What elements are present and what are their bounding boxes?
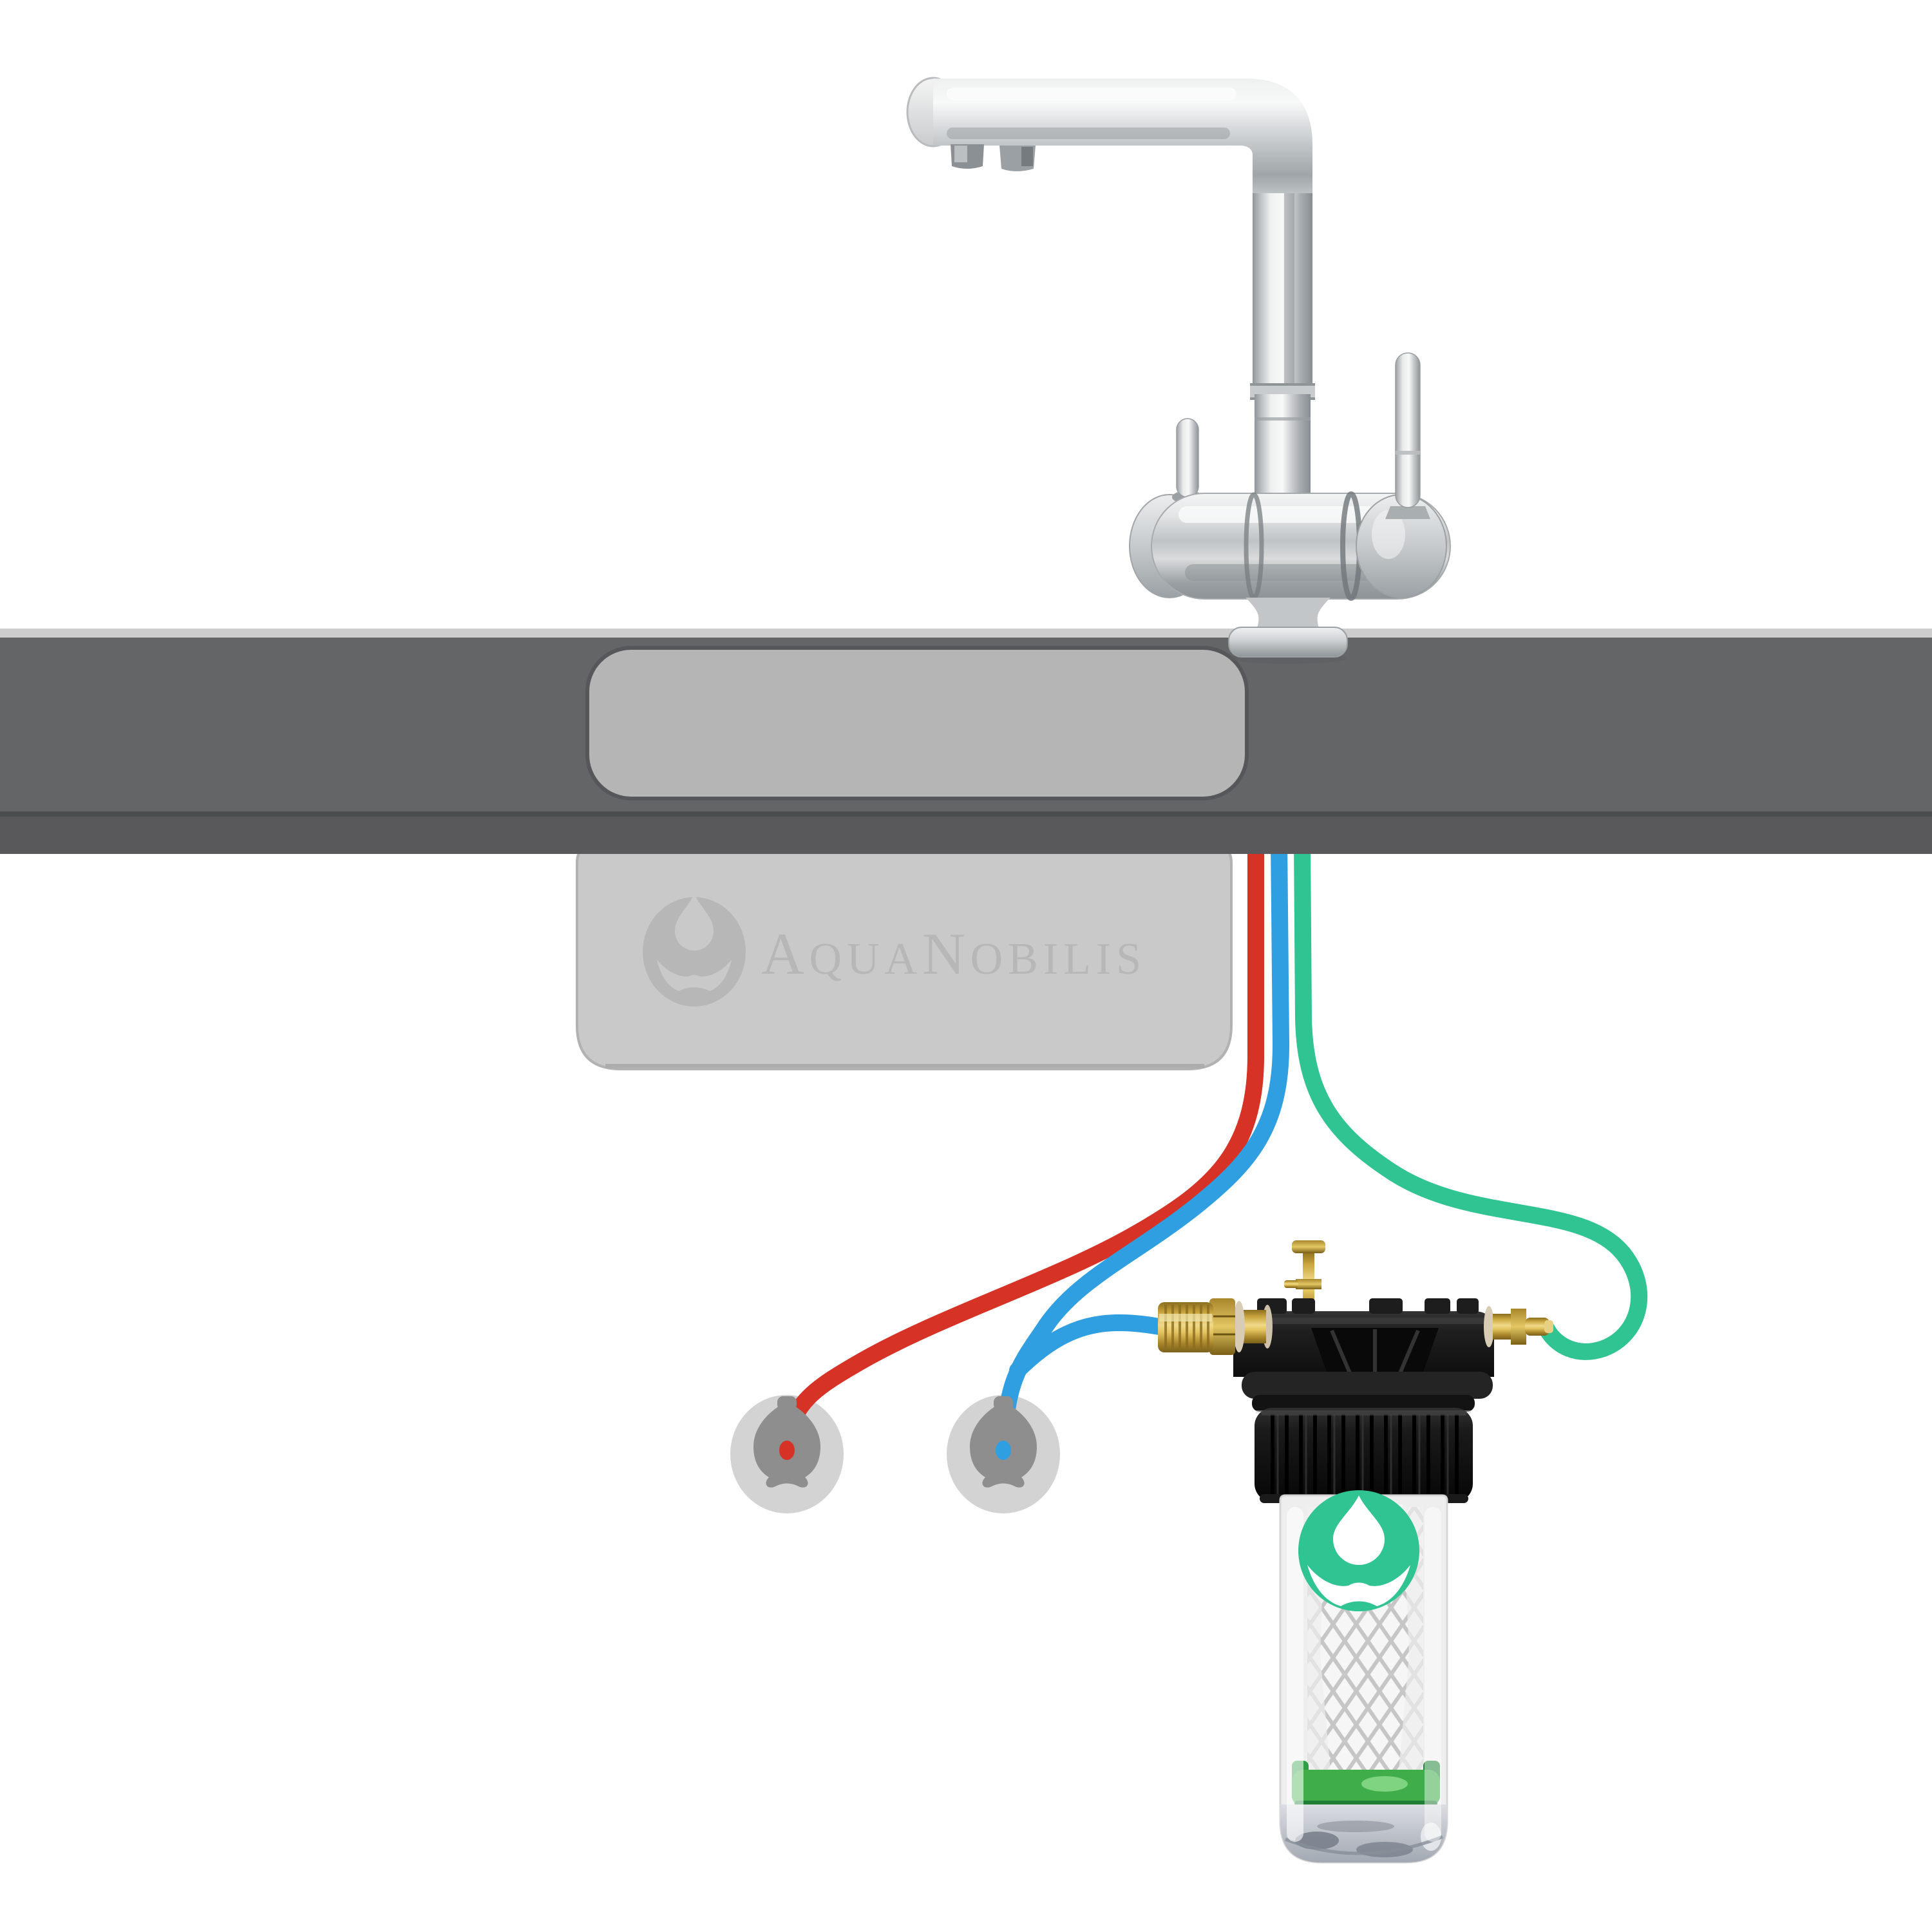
right-cap-highlight (1372, 510, 1405, 559)
filtered-water-tube (1294, 834, 1648, 1360)
lower-pipe-ring (1255, 417, 1311, 421)
filter-head-highlight (1243, 1318, 1488, 1324)
outlet-fitting (1484, 1306, 1553, 1347)
outlet-washer (1484, 1306, 1494, 1347)
left-lever-handle (1176, 418, 1199, 498)
locking-collar (1255, 1408, 1473, 1503)
inlet-washer-outer (1233, 1301, 1245, 1352)
spout-shade (947, 128, 1230, 139)
outlet-nozzle (1525, 1318, 1549, 1336)
outlet-nut (1511, 1309, 1526, 1345)
hot-dot (779, 1441, 795, 1460)
collar-top-highlight (1261, 1410, 1467, 1416)
cold-dot (996, 1441, 1011, 1460)
filter-badge (1298, 1490, 1419, 1611)
mixer-body-highlight (1179, 506, 1391, 523)
glass-blob-3 (1317, 1821, 1394, 1832)
right-handle-joint-line (1396, 451, 1420, 455)
right-lever-handle (1395, 352, 1421, 508)
under-sink-basin: AQUANOBILIS (576, 844, 1233, 1070)
countertop (0, 629, 1932, 854)
cold-water-branch-tube (1009, 1314, 1168, 1379)
cartridge-end-ring-highlight (1361, 1776, 1408, 1792)
right-handle-flare (1385, 506, 1430, 519)
three-way-faucet (906, 77, 1451, 664)
countertop-top-strip (0, 629, 1932, 638)
spout-outlet-aerator-face (954, 146, 967, 162)
inlet-sleeve-highlight (1159, 1314, 1212, 1321)
tubing (781, 834, 1648, 1451)
spout-outlet-filtered-shade (1021, 147, 1033, 166)
base-flange (1228, 627, 1348, 658)
collar-rib-highlights (1276, 1414, 1449, 1495)
collar-ribs (1271, 1414, 1459, 1495)
outlet-stem (1493, 1314, 1512, 1340)
housing-highlight-left (1287, 1507, 1303, 1842)
hot-water-tube (781, 834, 1264, 1451)
faucet-spout (933, 79, 1312, 213)
outlet-tip (1544, 1320, 1553, 1333)
filter-head-fan-spokes (1330, 1329, 1420, 1374)
filter-head-bulge (1242, 1372, 1493, 1399)
vent-valve-collar (1296, 1279, 1321, 1289)
sink-rim-cutout (585, 646, 1249, 800)
water-filter (1158, 1240, 1553, 1864)
housing-highlight-right (1425, 1507, 1441, 1842)
inlet-sleeve-ribs (1164, 1305, 1209, 1350)
brand-watermark-text: AQUANOBILIS (761, 921, 1146, 987)
watermark-crown-icon (657, 960, 732, 991)
filter-head-ridges (1257, 1298, 1479, 1314)
hot-water-wall-connection (753, 1396, 820, 1488)
filter-head-lip (1252, 1395, 1475, 1412)
badge-drop-icon (1333, 1495, 1385, 1565)
upper-pipe (1253, 193, 1312, 386)
inlet-hex-nut-lines (1209, 1315, 1235, 1336)
badge-crown-icon (1307, 1565, 1410, 1606)
cold-water-wall-connection (970, 1396, 1037, 1488)
spout-highlight (947, 88, 1236, 100)
vent-valve-side-nub (1284, 1280, 1298, 1288)
countertop-edge (0, 817, 1932, 854)
lower-pipe (1255, 394, 1311, 504)
swivel-joint-line-top (1250, 383, 1315, 386)
inlet-coupling (1158, 1298, 1273, 1355)
countertop-divider (0, 811, 1932, 817)
upper-pipe-streak (1284, 193, 1294, 384)
vent-valve-knob (1292, 1240, 1325, 1253)
glass-bottom-arc (1285, 1835, 1443, 1855)
faucet-neck (1245, 598, 1331, 629)
inlet-hex-nut (1209, 1298, 1235, 1355)
watermark-drop-icon (675, 894, 714, 951)
brand-watermark: AQUANOBILIS (643, 894, 1146, 1007)
